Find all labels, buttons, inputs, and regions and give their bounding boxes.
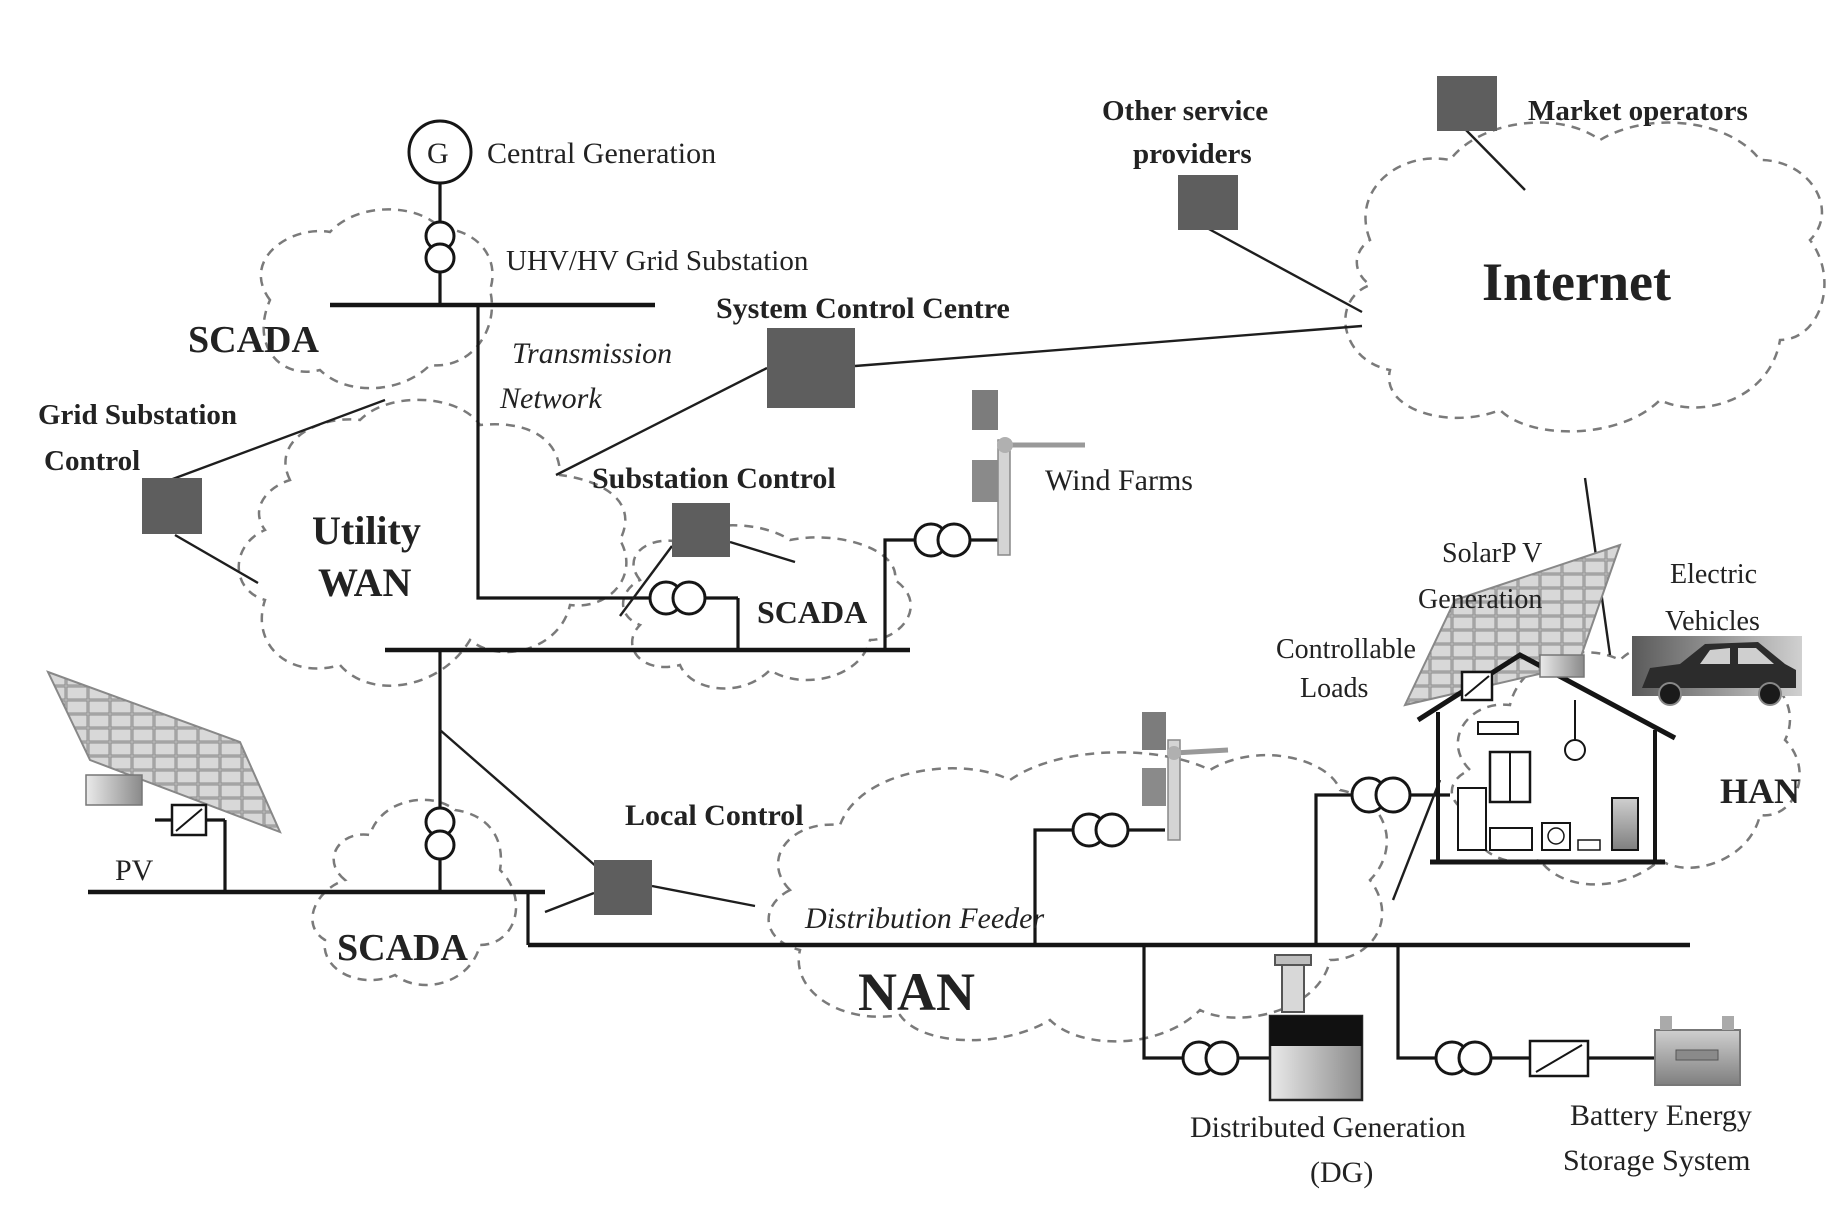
battery-label-1: Battery Energy: [1570, 1099, 1752, 1132]
controllable-loads-label-1: Controllable: [1276, 634, 1416, 665]
distributed-generation-label-2: (DG): [1310, 1156, 1373, 1189]
electric-vehicles-label-2: Vehicles: [1665, 606, 1760, 637]
car-icon: [1632, 636, 1802, 706]
other-service-providers-label-2: providers: [1133, 138, 1252, 170]
link-grid-sub-control: [169, 398, 386, 482]
han-label: HAN: [1720, 771, 1800, 811]
solar-panel-icon: [1403, 543, 1622, 707]
system-control-centre-node: [767, 328, 855, 408]
link-sub-control-right: [729, 540, 796, 564]
transmission-network-label-2: Network: [499, 382, 602, 415]
central-generation-label: Central Generation: [487, 137, 716, 170]
transmission-network-label-1: Transmission: [512, 337, 672, 370]
transformer-icon: [424, 806, 456, 861]
distribution-feeder-label: Distribution Feeder: [804, 902, 1044, 935]
transformer-icon: [1181, 1040, 1240, 1076]
grid-substation-control-label-1: Grid Substation: [38, 399, 237, 431]
nan-label: NAN: [858, 962, 975, 1022]
transformer-icon: [913, 522, 972, 558]
link-local-control-trunk: [439, 729, 599, 869]
solar-pv-generation-label-2: Generation: [1418, 584, 1542, 615]
local-control-label: Local Control: [625, 799, 804, 832]
distributed-generation-label-1: Distributed Generation: [1190, 1111, 1466, 1144]
wind-feeder-line: [883, 538, 915, 650]
link-scc-transmission: [555, 366, 768, 477]
link-osp-internet: [1206, 226, 1363, 314]
battery-line: [1396, 945, 1436, 1060]
link-sub-control-left: [619, 545, 673, 617]
internet-cloud: [1344, 121, 1826, 433]
solar-panel-icon: [46, 670, 282, 834]
electric-vehicles-label-1: Electric: [1670, 559, 1757, 590]
substation-control-label: Substation Control: [592, 462, 836, 495]
scada-bottom-cloud: [311, 798, 518, 987]
house-icon: [1416, 652, 1677, 865]
grid-substation-control-node: [142, 478, 202, 534]
transformer-icon: [1350, 776, 1412, 814]
solar-pv-generation-label-1: SolarP V: [1442, 538, 1542, 569]
link-grid-sub-wan: [174, 533, 259, 585]
grid-substation-control-label-2: Control: [44, 445, 140, 477]
transformer-icon: [424, 220, 456, 274]
market-operators-node: [1437, 76, 1497, 131]
system-control-centre-label: System Control Centre: [716, 292, 1010, 325]
utility-wan-cloud: [237, 398, 628, 687]
internet-label: Internet: [1482, 252, 1671, 312]
other-service-providers-label-1: Other service: [1102, 95, 1268, 127]
wind-farms-label: Wind Farms: [1045, 464, 1193, 497]
grid-substation-hv-label: UHV/HV Grid Substation: [506, 245, 809, 277]
nan-cloud: [767, 751, 1389, 1043]
substation-control-node: [672, 503, 730, 557]
link-local-control-nan: [651, 884, 756, 908]
scada-mid-label: SCADA: [757, 594, 867, 630]
inverter-icon: [1528, 1039, 1590, 1078]
market-operators-label: Market operators: [1528, 95, 1748, 127]
scada-bottom-label: SCADA: [337, 927, 468, 969]
distributed-generation-icon: [1268, 954, 1364, 1102]
scada-top-label: SCADA: [188, 319, 319, 361]
generator-icon: G: [407, 119, 473, 185]
battery-icon: [1654, 1016, 1741, 1086]
scada-top-cloud: [259, 208, 494, 390]
transmission-line: [476, 305, 650, 600]
link-market-internet: [1465, 129, 1526, 191]
wind-turbine-icon: [1142, 712, 1229, 841]
generator-symbol: G: [427, 137, 449, 170]
wind-turbine-icon: [972, 390, 1085, 556]
inverter-icon: [1460, 670, 1494, 702]
pv-label: PV: [115, 854, 154, 887]
nan-wind-line: [1033, 828, 1073, 945]
house-feed-line: [1314, 793, 1352, 945]
controllable-loads-label-2: Loads: [1300, 673, 1368, 704]
inverter-icon: [170, 803, 208, 837]
link-scc-internet: [854, 324, 1363, 368]
other-service-providers-node: [1178, 175, 1238, 230]
ev-charger: [1539, 654, 1585, 678]
link-local-control-scada: [544, 891, 595, 914]
transformer-icon: [1071, 812, 1130, 848]
utility-wan-label-2: WAN: [318, 560, 411, 605]
dg-line: [1142, 945, 1182, 1060]
local-control-node: [594, 860, 652, 915]
transformer-icon: [1434, 1040, 1493, 1076]
transformer-icon: [648, 580, 707, 616]
battery-label-2: Storage System: [1563, 1144, 1751, 1177]
utility-wan-label-1: Utility: [312, 508, 421, 553]
link-house-feeder: [1391, 779, 1442, 901]
